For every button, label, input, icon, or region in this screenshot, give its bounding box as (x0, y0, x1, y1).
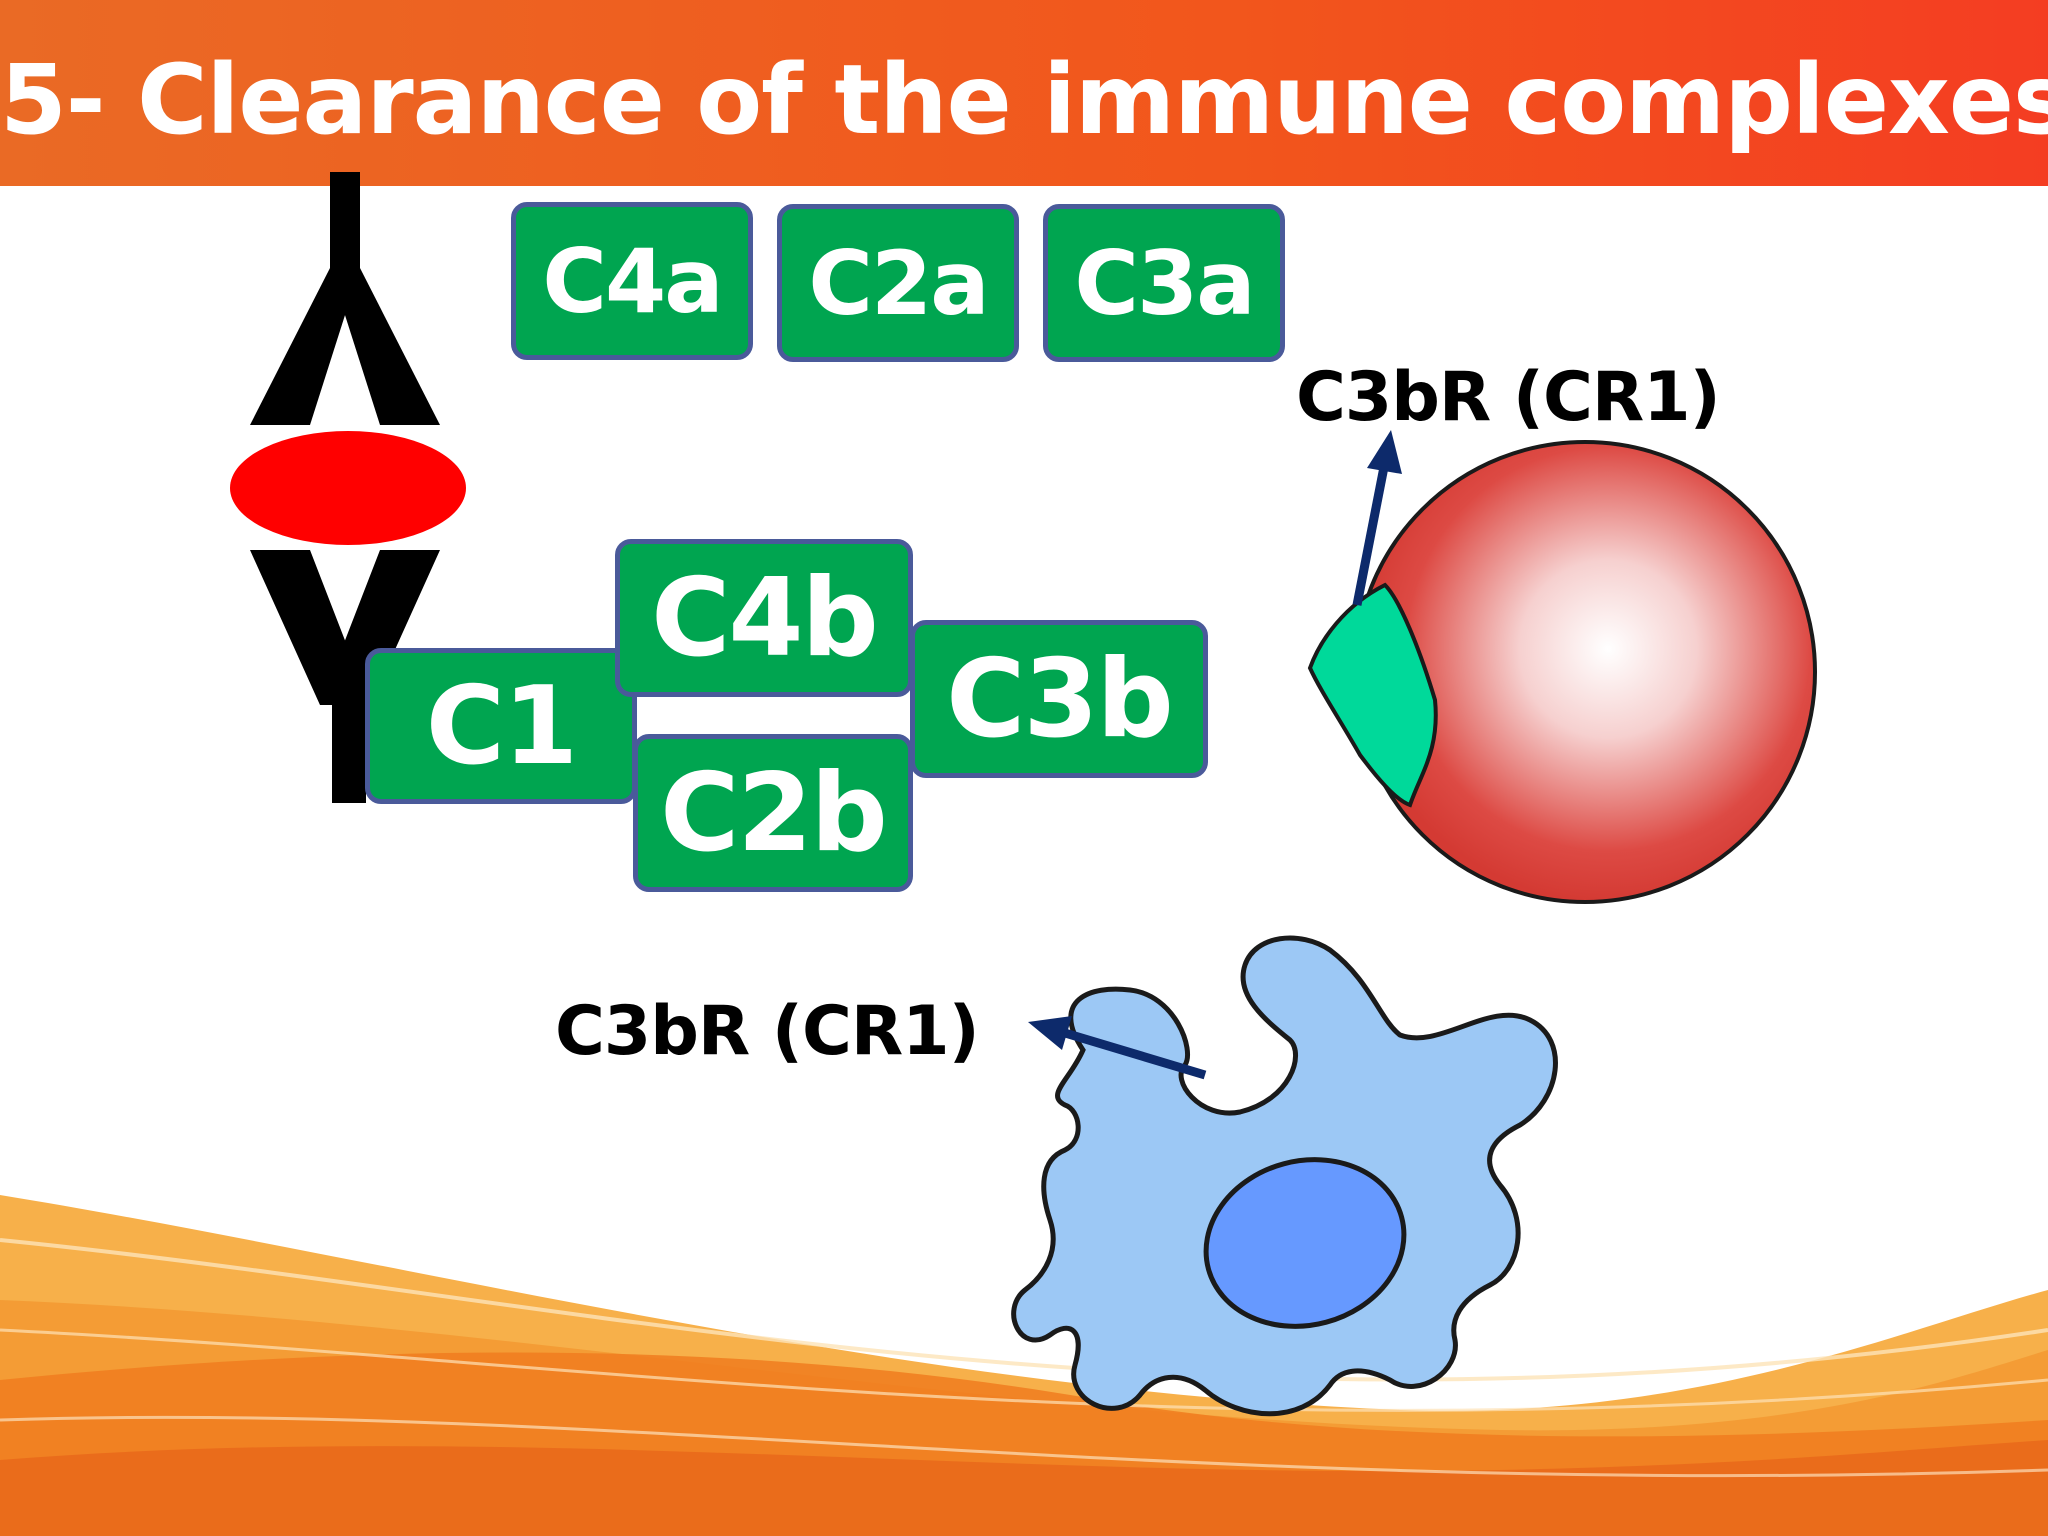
c1-box: C1 (365, 648, 637, 804)
c2b-box: C2b (633, 734, 913, 892)
c4b-box: C4b (615, 539, 913, 697)
c4a-box: C4a (511, 202, 753, 360)
phagocyte-receptor-label: C3bR (CR1) (555, 992, 980, 1071)
c2a-box: C2a (777, 204, 1019, 362)
slide-title: 5- Clearance of the immune complexes (0, 44, 2048, 156)
antibody-top (250, 172, 440, 425)
header-band (0, 0, 2048, 186)
cr1-receptor (1307, 582, 1438, 808)
rbc-receptor-label: C3bR (CR1) (1296, 358, 1721, 437)
c3b-box: C3b (910, 620, 1208, 778)
rbc-receptor-arrow (1352, 430, 1402, 606)
phagocyte (1011, 935, 1558, 1417)
bottom-wave-decoration (0, 1195, 2048, 1536)
antigen (230, 431, 466, 545)
phagocyte-receptor-arrow (1028, 1016, 1207, 1080)
antibody-bottom (250, 550, 440, 803)
nucleus (1203, 1157, 1407, 1329)
c3a-box: C3a (1043, 204, 1285, 362)
